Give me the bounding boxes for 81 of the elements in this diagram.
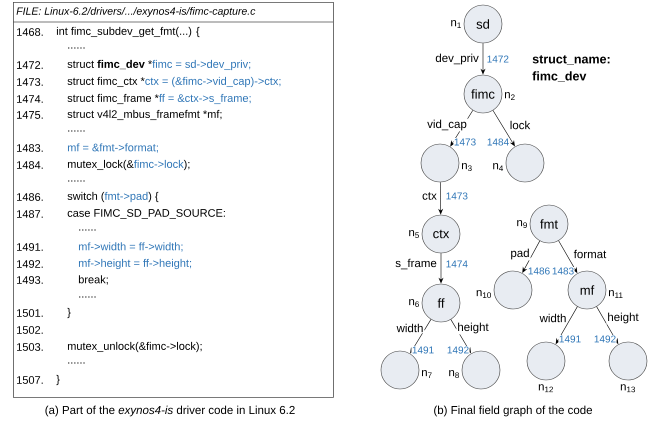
code-line: ...... — [79, 229, 96, 231]
code-line: ...... — [68, 130, 85, 132]
line-number-label: 1473 — [453, 138, 477, 146]
node-label: n$_{1}$ — [451, 20, 461, 28]
arrow — [492, 110, 515, 146]
edge-label: vid_cap — [426, 118, 468, 132]
edge-label: width — [538, 312, 568, 324]
subfigure-caption: (b) Final field graph of the code — [434, 406, 592, 416]
line-number: 1474. — [17, 95, 43, 103]
line-number: 1502. — [17, 326, 43, 334]
line-number: 1468. — [17, 28, 43, 36]
line-number-label: 1484 — [486, 138, 510, 146]
line-number-label: 1492 — [446, 346, 470, 354]
field-node: ff — [422, 284, 460, 322]
code-line: case FIMC_SD_PAD_SOURCE: — [68, 209, 225, 219]
code-line: } — [67, 308, 71, 318]
line-number: 1483. — [17, 144, 43, 152]
node-label: n$_{4}$ — [493, 163, 504, 171]
code-line: struct v4l2_mbus_framefmt *mf; — [68, 110, 222, 120]
edge-label: format — [572, 248, 608, 260]
code-line: ...... — [68, 180, 85, 182]
struct-name-note: struct_name: fimc_dev — [532, 55, 610, 82]
edge-label: ctx — [421, 191, 438, 201]
code-line: mutex_lock(&fimc->lock); — [68, 160, 190, 170]
code-line: ...... — [79, 296, 96, 298]
code-line: mf->width = ff->width; — [78, 242, 182, 252]
line-number-label: 1472 — [486, 55, 510, 63]
node-label: n$_{7}$ — [422, 370, 432, 378]
field-node: ctx — [422, 214, 460, 254]
line-number: 1492. — [17, 260, 43, 268]
node-label: n$_{10}$ — [476, 290, 491, 298]
file-path-header: FILE: Linux-6.2/drivers/.../exynos4-is/fimc-capture.c — [16, 7, 256, 17]
line-number-label: 1486 — [527, 266, 551, 276]
edge-label: height — [606, 312, 640, 324]
edge-label: s_frame — [394, 258, 438, 270]
line-number: 1493. — [17, 276, 43, 284]
field-node: fimc — [464, 74, 502, 114]
line-number-label: 1483 — [551, 266, 575, 276]
line-number-label: 1473 — [445, 192, 468, 200]
node-label: n$_{11}$ — [608, 290, 623, 298]
line-number: 1507. — [17, 376, 43, 384]
field-node: fmt — [530, 204, 568, 244]
edge-label: lock — [508, 120, 532, 130]
code-line: struct fimc_ctx *ctx = (&fimc->vid_cap)->ctx; — [68, 76, 280, 88]
code-line: switch (fmt->pad) { — [68, 192, 158, 202]
node-label: n$_{12}$ — [538, 384, 554, 392]
line-number-label: 1492 — [593, 334, 617, 344]
line-number-label: 1474 — [445, 260, 468, 268]
node-label: n$_{8}$ — [449, 370, 459, 378]
code-line: ...... — [68, 362, 85, 364]
line-number: 1486. — [17, 193, 43, 201]
code-line: mutex_unlock(&fimc->lock); — [68, 342, 202, 352]
line-number-label: 1491 — [411, 346, 435, 354]
field-node: sd — [464, 4, 502, 44]
code-line: } — [56, 374, 60, 386]
edge-label: width — [396, 322, 424, 334]
line-number: 1491. — [17, 243, 43, 251]
code-line: struct fimc_dev*fimc = sd->dev_priv; — [68, 60, 250, 70]
code-line: mf = &fmt->format; — [68, 143, 158, 153]
node-label: n$_{2}$ — [504, 92, 515, 100]
line-number: 1503. — [17, 343, 43, 351]
code-line: ...... — [68, 47, 85, 49]
code-line: struct fimc_frame *ff = &ctx->s_frame; — [68, 94, 251, 104]
code-line: int fimc_subdev_get_fmt(...) { — [56, 26, 200, 38]
node-label: n$_{9}$ — [517, 220, 527, 228]
edge-label: pad — [509, 248, 531, 260]
line-number: 1484. — [17, 161, 43, 169]
edge-label: height — [456, 322, 490, 334]
line-number: 1501. — [17, 309, 43, 317]
line-number: 1487. — [17, 210, 43, 218]
node-label: n$_{6}$ — [409, 298, 419, 308]
edge-label: dev_priv — [434, 52, 480, 66]
node-label: n$_{5}$ — [409, 230, 419, 238]
code-line: mf->height = ff->height; — [78, 258, 192, 270]
line-number-label: 1491 — [558, 334, 582, 344]
node-label: n$_{3}$ — [462, 162, 472, 172]
line-number: 1472. — [17, 61, 43, 69]
line-number: 1475. — [17, 111, 43, 119]
node-label: n$_{13}$ — [620, 384, 636, 392]
code-line: break; — [78, 275, 108, 285]
line-number: 1473. — [17, 78, 43, 86]
